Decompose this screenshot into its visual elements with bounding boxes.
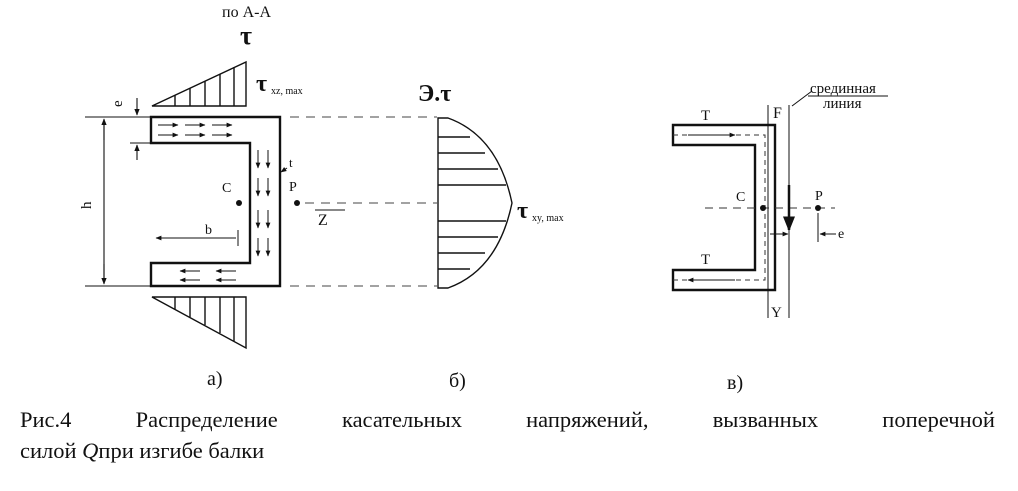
channel-section-c — [671, 123, 777, 292]
tau-epure-bottom — [151, 296, 247, 350]
height-h-dimension — [85, 116, 150, 287]
caption-word-3: касательных — [341, 407, 462, 432]
caption-after-q: при изгибе балки — [98, 438, 265, 463]
f-label: F — [773, 105, 782, 122]
figure-caption: Рис.4 Распределение касательных напряжен… — [20, 404, 995, 466]
vertical-guides — [767, 105, 790, 318]
shear-center-p-point — [294, 200, 300, 206]
h-label: h — [79, 201, 95, 209]
section-label: по А-А — [222, 4, 271, 21]
mid-line-leader — [791, 90, 813, 107]
tau-epure-top — [151, 60, 247, 107]
label-c: в) — [727, 372, 743, 394]
tau-xy-epure — [437, 117, 513, 289]
part-b-diagram: Э.τ τ xy, max б) — [418, 81, 564, 392]
caption-word-4: напряжений, — [526, 407, 649, 432]
part-c-diagram: F Y срединная линия T T C P e в) — [671, 81, 888, 394]
caption-line-1: Рис.4 Распределение касательных напряжен… — [20, 404, 995, 435]
mid-line-label-1: срединная — [810, 81, 876, 97]
caption-word-6: поперечной — [882, 407, 995, 432]
shear-stress-figure: по А-А τ τ xz, max e h — [79, 4, 888, 394]
projection-lines — [290, 116, 437, 287]
t-bottom-label: T — [701, 252, 710, 268]
tau-xy-max-subscript: xy, max — [532, 213, 564, 224]
e-label: e — [110, 100, 126, 107]
tau-symbol-top: τ — [240, 21, 252, 50]
y-label: Y — [771, 305, 782, 321]
b-label: b — [205, 223, 212, 238]
t-top-label: T — [701, 108, 710, 124]
part-a-diagram: по А-А τ τ xz, max e h — [79, 4, 437, 390]
label-b: б) — [449, 370, 466, 392]
tau-xy-max-symbol: τ — [517, 198, 528, 224]
label-a: а) — [207, 368, 223, 390]
caption-q-symbol: Q — [82, 438, 99, 463]
shear-flow-arrows-a — [158, 122, 271, 283]
tau-xz-max-symbol: τ — [256, 71, 267, 97]
p-label-c: P — [815, 189, 823, 204]
channel-section-a — [149, 115, 282, 288]
tau-xz-max-subscript: xz, max — [271, 86, 303, 97]
e-label-c: e — [838, 227, 844, 242]
caption-word-2: Распределение — [135, 407, 278, 432]
offset-e-dimension — [770, 213, 836, 242]
flange-width-b-dimension — [155, 230, 239, 246]
shear-center-p-point-c — [815, 205, 821, 211]
z-axis-label: Z — [318, 212, 328, 229]
caption-word-5: вызванных — [712, 407, 819, 432]
caption-before-q: силой — [20, 438, 83, 463]
t-label: t — [289, 155, 293, 170]
p-label: P — [289, 180, 297, 195]
epure-tau-label: Э.τ — [418, 81, 451, 107]
caption-word-1: Рис.4 — [20, 407, 72, 432]
caption-line-2: силой Qпри изгибе балки — [20, 435, 995, 466]
c-label: C — [222, 181, 231, 196]
mid-line-label-2: линия — [823, 96, 862, 112]
centroid-c-point-c — [760, 205, 766, 211]
web-thickness-t — [249, 165, 288, 175]
centroid-c-point — [236, 200, 242, 206]
c-label-c: C — [736, 190, 745, 205]
